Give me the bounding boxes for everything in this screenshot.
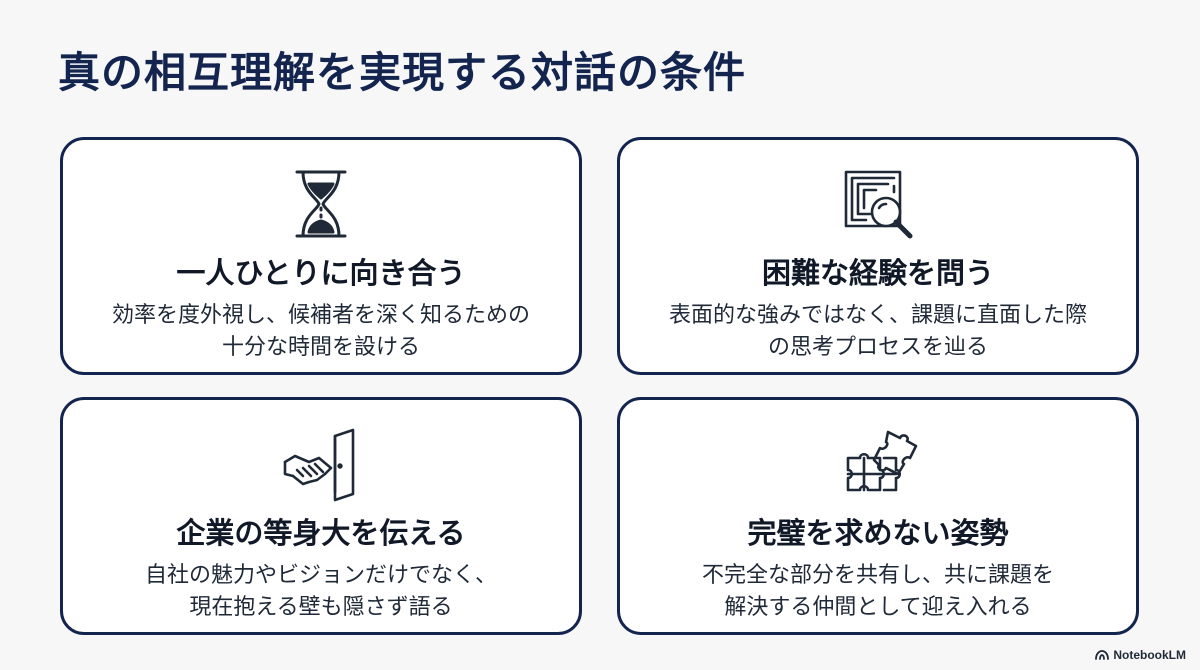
card-description-line: 効率を度外視し、候補者を深く知るための	[111, 303, 530, 328]
card-title: 困難な経験を問う	[761, 256, 994, 290]
card-difficult-experience: 困難な経験を問う 表面的な強みではなく、課題に直面した際 の思考プロセスを辿る	[617, 137, 1139, 375]
card-imperfection: 完璧を求めない姿勢 不完全な部分を共有し、共に課題を 解決する仲間として迎え入れ…	[617, 397, 1139, 635]
handshake-door-icon	[279, 422, 363, 506]
brand-label: NotebookLM	[1113, 648, 1186, 662]
card-description: 不完全な部分を共有し、共に課題を 解決する仲間として迎え入れる	[640, 560, 1116, 624]
card-description: 自社の魅力やビジョンだけでなく、 現在抱える壁も隠さず語る	[83, 560, 559, 624]
card-description-line: 解決する仲間として迎え入れる	[724, 595, 1032, 620]
card-title: 完璧を求めない姿勢	[747, 516, 1009, 550]
card-description-line: 表面的な強みではなく、課題に直面した際	[668, 303, 1087, 328]
card-description-line: 十分な時間を設ける	[221, 335, 420, 360]
card-description-line: 現在抱える壁も隠さず語る	[189, 595, 453, 620]
maze-magnifier-icon	[836, 162, 920, 246]
notebooklm-logo-icon	[1095, 650, 1110, 660]
hourglass-icon	[279, 162, 363, 246]
puzzle-icon	[836, 422, 920, 506]
card-title: 一人ひとりに向き合う	[176, 256, 466, 290]
card-one-on-one: 一人ひとりに向き合う 効率を度外視し、候補者を深く知るための 十分な時間を設ける	[60, 137, 582, 375]
brand-watermark: NotebookLM	[1095, 648, 1186, 662]
card-honest-company: 企業の等身大を伝える 自社の魅力やビジョンだけでなく、 現在抱える壁も隠さず語る	[60, 397, 582, 635]
card-description-line: 自社の魅力やビジョンだけでなく、	[144, 563, 497, 588]
card-title: 企業の等身大を伝える	[176, 516, 466, 550]
card-description-line: の思考プロセスを辿る	[767, 335, 988, 360]
card-description: 表面的な強みではなく、課題に直面した際 の思考プロセスを辿る	[640, 300, 1116, 364]
slide-title: 真の相互理解を実現する対話の条件	[58, 48, 747, 97]
card-description-line: 不完全な部分を共有し、共に課題を	[701, 563, 1054, 588]
card-description: 効率を度外視し、候補者を深く知るための 十分な時間を設ける	[83, 300, 559, 364]
